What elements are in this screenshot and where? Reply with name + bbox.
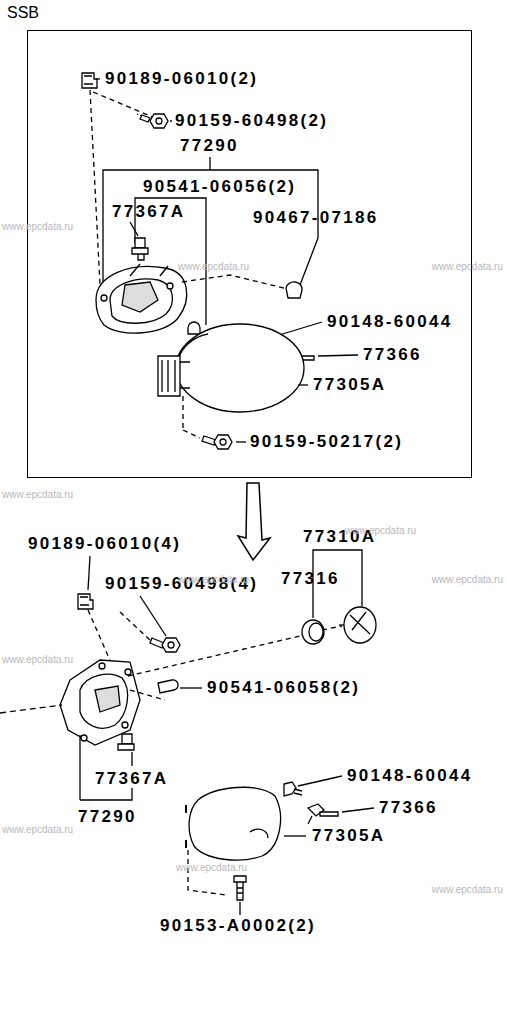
watermark: www.epcdata.ru xyxy=(178,574,249,586)
part-number: 77290 xyxy=(78,807,137,827)
part-number: 77367A xyxy=(95,769,168,789)
part-number: 90148-60044 xyxy=(347,766,473,786)
part-number: 77366 xyxy=(379,798,438,818)
watermark: www.epcdata.ru xyxy=(432,261,503,273)
watermark: www.epcdata.ru xyxy=(176,862,247,874)
part-number: 90541-06056(2) xyxy=(143,177,296,197)
part-number: 90159-50217(2) xyxy=(250,432,403,452)
watermark: www.epcdata.ru xyxy=(432,884,503,896)
watermark: www.epcdata.ru xyxy=(2,221,73,233)
watermark: www.epcdata.ru xyxy=(178,261,249,273)
part-number: 77305A xyxy=(313,375,386,395)
part-number: 90189-06010(4) xyxy=(28,534,181,554)
part-number: 90467-07186 xyxy=(253,208,379,228)
watermark: www.epcdata.ru xyxy=(345,525,416,537)
watermark: www.epcdata.ru xyxy=(2,824,73,836)
part-number: 90153-A0002(2) xyxy=(160,916,316,936)
part-number: 90541-06058(2) xyxy=(207,678,360,698)
group-heading: SSB xyxy=(7,4,39,22)
group-frame: SSB xyxy=(27,30,472,478)
watermark: www.epcdata.ru xyxy=(2,654,73,666)
part-number: 90189-06010(2) xyxy=(105,69,258,89)
part-number: 77290 xyxy=(180,136,239,156)
part-number: 77367A xyxy=(112,202,185,222)
part-number: 90159-60498(2) xyxy=(175,111,328,131)
part-number: 77366 xyxy=(363,345,422,365)
part-number: 77316 xyxy=(281,569,340,589)
part-number: 77305A xyxy=(312,826,385,846)
watermark: www.epcdata.ru xyxy=(2,489,73,501)
watermark: www.epcdata.ru xyxy=(432,574,503,586)
part-number: 90148-60044 xyxy=(327,312,453,332)
